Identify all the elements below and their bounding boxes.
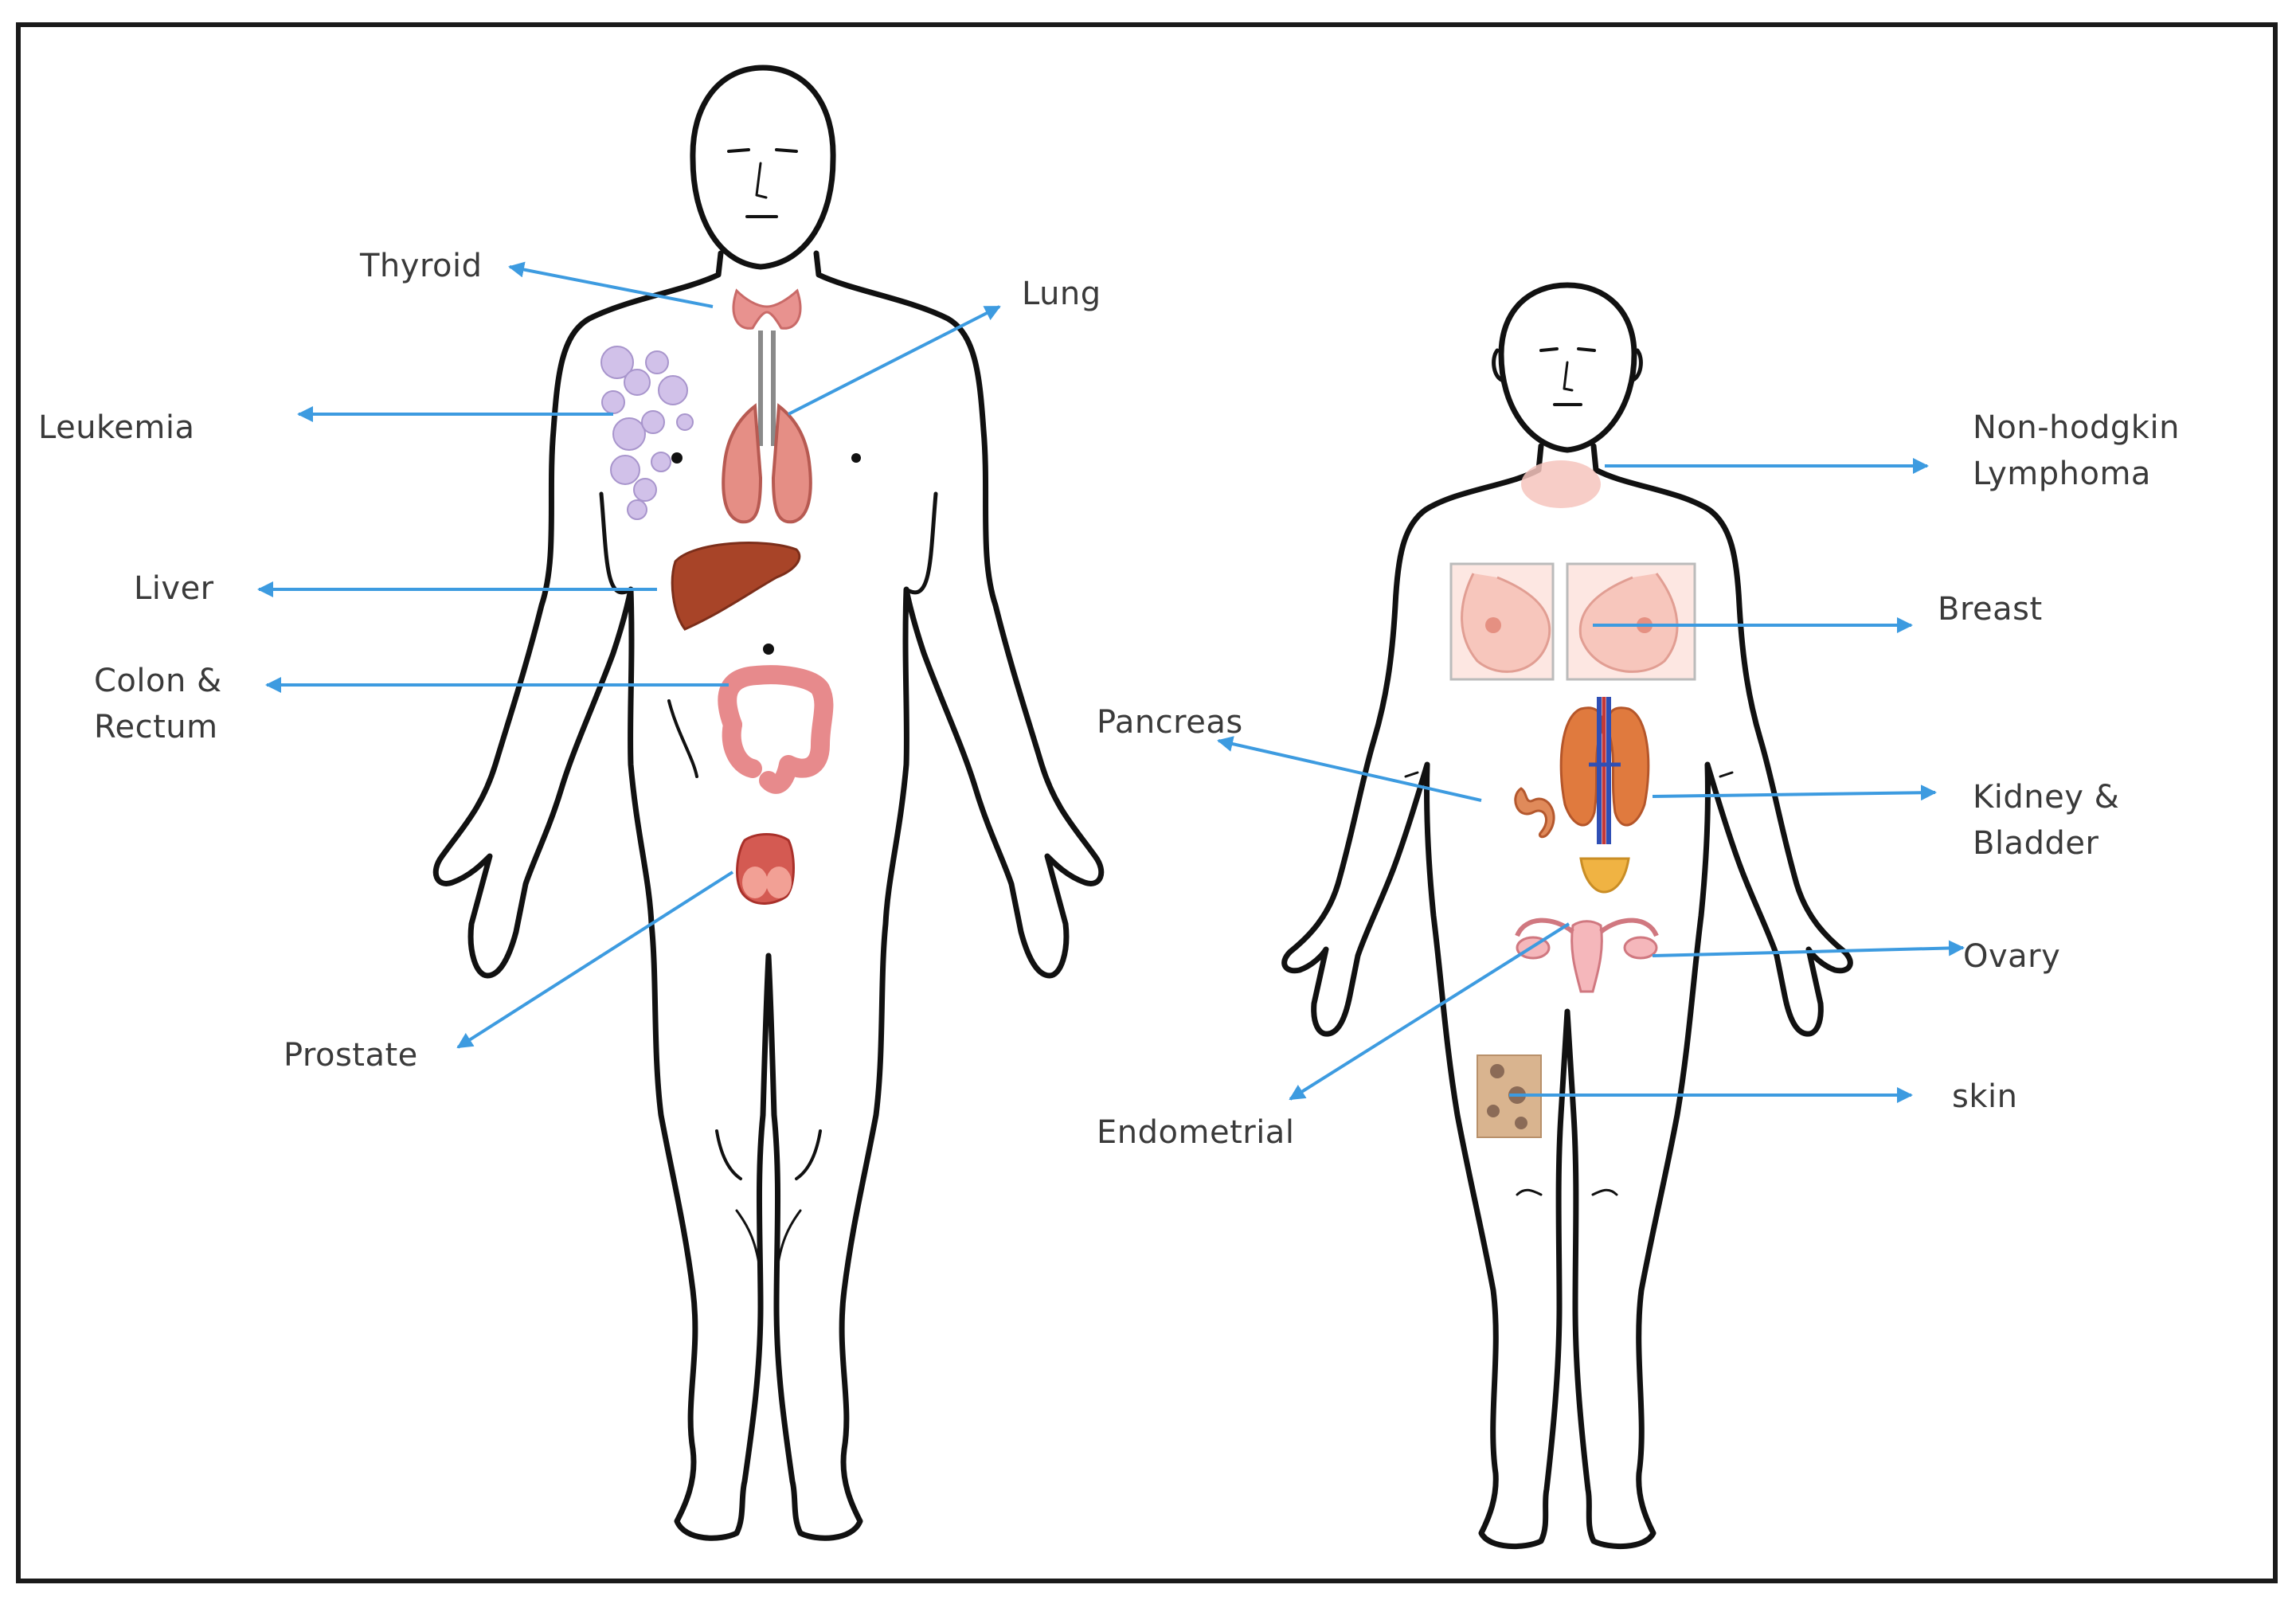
liver-organ (671, 542, 801, 631)
pancreas-arrow (1217, 736, 1482, 802)
colon-rectum-label: Colon & Rectum (94, 663, 222, 745)
pancreas-label: Pancreas (1097, 704, 1243, 741)
pancreas-organ (1514, 787, 1555, 839)
leukemia-cells (600, 346, 694, 520)
bladder-organ (1579, 857, 1630, 894)
female-head (1498, 282, 1637, 453)
breast-label: Breast (1938, 591, 2043, 628)
male-organs (600, 288, 834, 905)
right-ovary-organ (1623, 936, 1658, 960)
female-body-outline (1281, 443, 1853, 1550)
thyroid-arrow (508, 261, 714, 308)
left-kidney-organ (1559, 706, 1603, 827)
left-lung-organ (722, 403, 763, 524)
kidney-arrow (1652, 784, 1937, 801)
male-body-outline (432, 250, 1105, 1541)
lung-label: Lung (1022, 276, 1101, 312)
prostate-arrow (456, 871, 734, 1049)
endometrial-arrow (1289, 922, 1570, 1101)
ovary-label: Ovary (1963, 938, 2061, 975)
liver-label: Liver (134, 570, 214, 607)
skin-label: skin (1952, 1078, 2018, 1115)
female-figure (1281, 282, 1853, 1550)
prostate-label: Prostate (284, 1037, 418, 1074)
right-breast-organ (1578, 573, 1679, 673)
endometrial-label: Endometrial (1097, 1114, 1295, 1151)
left-breast-organ (1461, 573, 1551, 673)
lung-arrow (788, 305, 1001, 416)
uterus-organ (1570, 920, 1603, 993)
thyroid-organ (732, 288, 802, 330)
male-figure (432, 65, 1105, 1541)
non-hodgkin-lymphoma-label: Non-hodgkin Lymphoma (1973, 409, 2180, 492)
ovary-arrow (1652, 940, 1965, 957)
leader-arrows (257, 261, 1965, 1103)
thyroid-label: Thyroid (360, 248, 483, 284)
lymph-node-organ (1521, 460, 1601, 508)
leukemia-label: Leukemia (38, 409, 195, 446)
trachea-organ (758, 331, 776, 446)
colon-organ (718, 665, 834, 794)
right-lung-organ (771, 403, 812, 524)
male-head (690, 65, 836, 270)
figure-frame (16, 22, 2278, 1583)
female-organs (1449, 460, 1696, 1138)
kidney-bladder-label: Kidney & Bladder (1973, 779, 2120, 862)
